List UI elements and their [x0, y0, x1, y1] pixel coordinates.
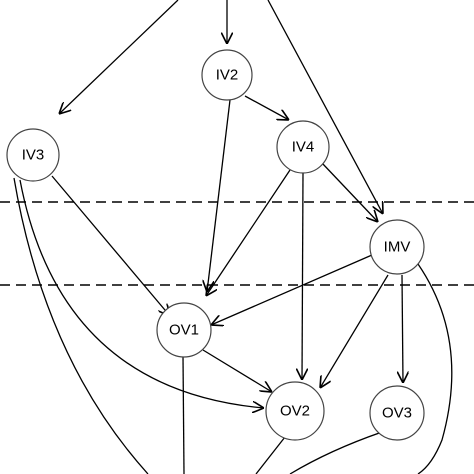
edge-ov2-to-bottom: [255, 436, 286, 474]
node-iv3-label: IV3: [22, 147, 45, 164]
node-ov1-label: OV1: [169, 322, 199, 339]
edge-ov1-to-ov2: [202, 349, 272, 392]
edge-top-to-imv: [267, 0, 383, 214]
edge-iv4-to-ov2: [302, 172, 303, 380]
node-ov2: OV2: [265, 381, 325, 441]
edge-iv4-to-imv: [321, 162, 378, 222]
edge-iv2-to-ov1: [207, 99, 231, 292]
edge-top-to-iv3: [59, 0, 179, 114]
node-imv-circle: [369, 219, 425, 275]
edges: [13, 0, 453, 474]
node-imv: IMV: [369, 219, 425, 275]
node-ov1: OV1: [156, 302, 212, 358]
node-ov3: OV3: [369, 385, 425, 441]
edge-imv-to-bottom: [417, 263, 453, 474]
edge-iv3-to-ov1: [51, 175, 170, 316]
node-iv4-circle: [276, 120, 330, 174]
node-iv4-label: IV4: [292, 139, 315, 156]
node-iv3: IV3: [6, 128, 60, 182]
node-imv-label: IMV: [384, 239, 411, 256]
node-iv3-circle: [6, 128, 60, 182]
edge-ov3-to-bottom: [289, 431, 383, 474]
edge-iv2-to-iv4: [244, 95, 289, 120]
node-iv2-circle: [201, 49, 253, 101]
node-ov3-label: OV3: [382, 405, 412, 422]
node-ov2-label: OV2: [280, 403, 310, 420]
node-ov1-circle: [156, 302, 212, 358]
edge-iv4-to-ov1: [206, 169, 291, 296]
edge-ov1-to-bottom: [182, 355, 185, 474]
edge-imv-to-ov2: [320, 274, 389, 388]
edge-iv3-to-ov2: [19, 179, 264, 408]
node-iv4: IV4: [276, 120, 330, 174]
node-iv2-label: IV2: [216, 67, 239, 84]
node-ov3-circle: [369, 385, 425, 441]
node-iv2: IV2: [201, 49, 253, 101]
node-ov2-circle: [265, 381, 325, 441]
edge-iv3-to-bottom: [13, 177, 149, 474]
edge-imv-to-ov1: [211, 254, 373, 325]
edge-imv-to-ov3: [402, 274, 403, 383]
